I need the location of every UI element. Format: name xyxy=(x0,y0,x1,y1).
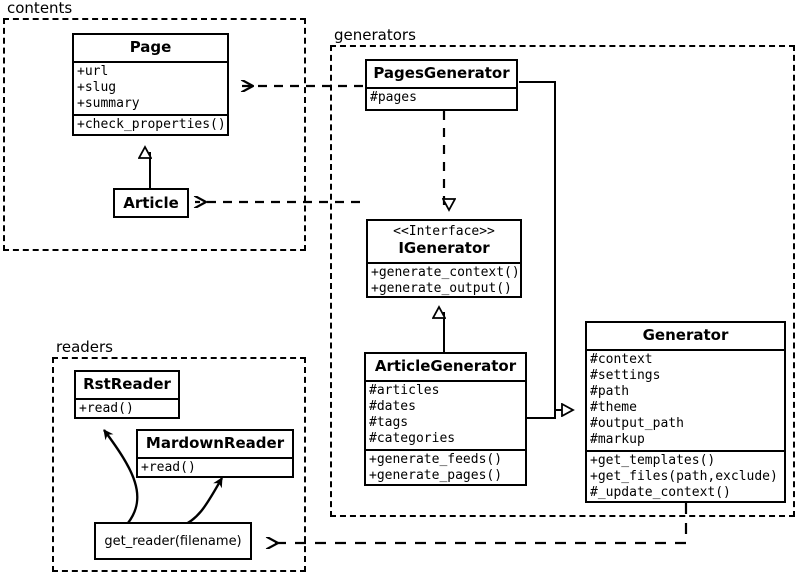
class-mardownreader[interactable]: MardownReader +read() xyxy=(136,429,294,478)
class-articlegenerator-methods: +generate_feeds() +generate_pages() xyxy=(366,449,525,486)
class-articlegenerator-attribute: #articles xyxy=(369,383,440,398)
class-generator-attribute: #context xyxy=(590,352,653,367)
class-generator-method: #_update_context() xyxy=(590,485,731,500)
class-pagesgenerator-attribute: #pages xyxy=(370,90,417,105)
package-readers-label: readers xyxy=(53,339,116,355)
class-articlegenerator-attribute: #tags xyxy=(369,415,409,430)
class-igenerator-name: IGenerator xyxy=(398,239,490,257)
package-generators xyxy=(330,45,795,517)
class-page-name: Page xyxy=(129,38,172,56)
class-articlegenerator-attribute: #categories xyxy=(369,431,456,446)
package-contents-label: contents xyxy=(4,0,76,16)
class-articlegenerator-attribute: #dates xyxy=(369,399,416,414)
class-article-name: Article xyxy=(123,193,179,212)
class-rstreader[interactable]: RstReader +read() xyxy=(74,370,180,419)
class-articlegenerator-name: ArticleGenerator xyxy=(374,357,517,375)
function-get-reader[interactable]: get_reader(filename) xyxy=(94,522,252,560)
class-rstreader-name: RstReader xyxy=(83,375,171,393)
class-mardownreader-name: MardownReader xyxy=(145,434,285,452)
class-generator-name: Generator xyxy=(642,326,729,344)
class-generator[interactable]: Generator #context #settings #path #them… xyxy=(585,321,786,503)
class-pagesgenerator[interactable]: PagesGenerator #pages xyxy=(365,59,518,111)
class-generator-attribute: #markup xyxy=(590,432,645,447)
class-generator-attribute: #path xyxy=(590,384,630,399)
class-page-method: +check_properties() xyxy=(77,117,226,132)
class-pagesgenerator-name: PagesGenerator xyxy=(373,64,510,82)
class-igenerator-methods: +generate_context() +generate_output() xyxy=(368,262,520,299)
class-igenerator-stereotype: <<Interface>> xyxy=(393,224,495,239)
package-readers xyxy=(52,357,306,572)
class-articlegenerator-method: +generate_feeds() xyxy=(369,452,503,467)
class-page-methods: +check_properties() xyxy=(74,114,227,135)
function-get-reader-label: get_reader(filename) xyxy=(104,533,242,549)
class-igenerator-method: +generate_output() xyxy=(371,281,512,296)
class-page[interactable]: Page +url +slug +summary +check_properti… xyxy=(72,33,229,136)
class-generator-attributes: #context #settings #path #theme #output_… xyxy=(587,349,784,450)
class-page-attribute: +summary xyxy=(77,96,140,111)
class-rstreader-methods: +read() xyxy=(76,398,178,419)
class-mardownreader-method: +read() xyxy=(141,460,196,475)
class-generator-method: +get_files(path,exclude) xyxy=(590,469,778,484)
class-page-attribute: +url xyxy=(77,64,109,79)
class-generator-attribute: #theme xyxy=(590,400,637,415)
class-rstreader-method: +read() xyxy=(79,401,134,416)
class-generator-attribute: #settings xyxy=(590,368,661,383)
class-article[interactable]: Article xyxy=(113,188,189,218)
class-generator-attribute: #output_path xyxy=(590,416,684,431)
class-articlegenerator-attributes: #articles #dates #tags #categories xyxy=(366,380,525,449)
class-page-attributes: +url +slug +summary xyxy=(74,61,227,114)
class-articlegenerator[interactable]: ArticleGenerator #articles #dates #tags … xyxy=(364,352,527,486)
class-articlegenerator-method: +generate_pages() xyxy=(369,468,503,483)
class-pagesgenerator-attributes: #pages xyxy=(367,87,516,108)
class-generator-method: +get_templates() xyxy=(590,453,716,468)
package-contents xyxy=(3,18,306,251)
class-generator-methods: +get_templates() +get_files(path,exclude… xyxy=(587,450,784,503)
package-generators-label: generators xyxy=(331,27,419,43)
class-igenerator-method: +generate_context() xyxy=(371,265,520,280)
class-igenerator[interactable]: <<Interface>> IGenerator +generate_conte… xyxy=(366,219,522,298)
class-page-attribute: +slug xyxy=(77,80,117,95)
class-mardownreader-methods: +read() xyxy=(138,457,292,478)
